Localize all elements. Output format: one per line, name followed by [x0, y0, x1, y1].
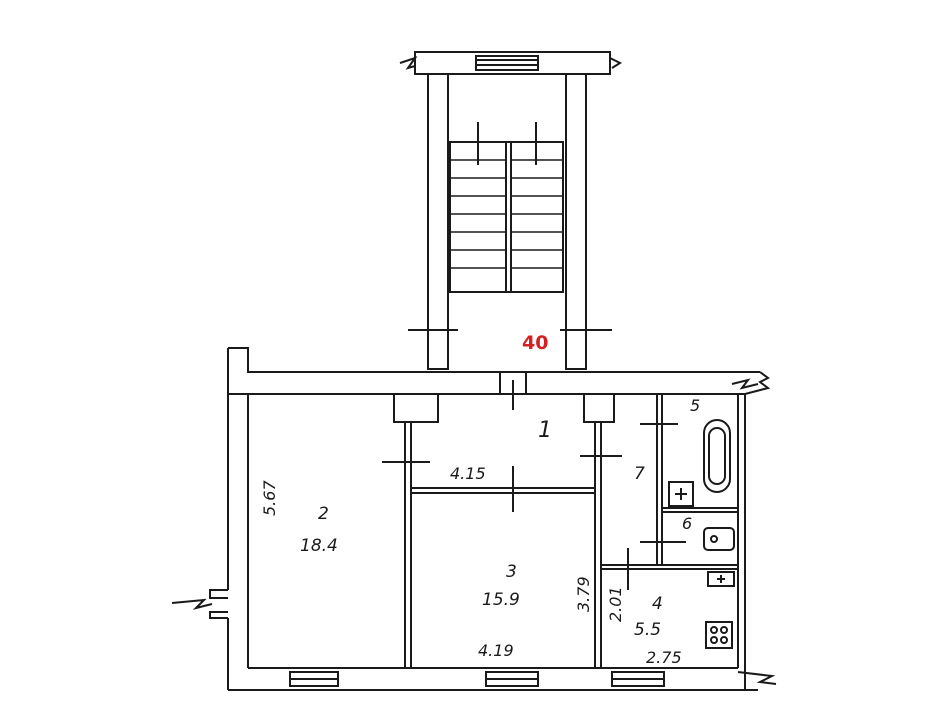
room-1-number: 1	[538, 418, 552, 443]
outer-walls	[171, 347, 777, 691]
room-2-length-dimension: 5.67	[260, 480, 279, 516]
room-3-length-dimension: 3.79	[574, 576, 593, 612]
room-4-number: 4	[652, 594, 663, 614]
room-3-number: 3	[506, 562, 517, 582]
room-3-area: 15.9	[482, 590, 520, 610]
room-4-length-dimension: 2.01	[606, 586, 625, 622]
room-4-width-dimension: 2.75	[646, 648, 682, 667]
corridor-width-dimension: 4.15	[450, 464, 486, 483]
flat-number: 40	[522, 332, 549, 354]
room-3-width-dimension: 4.19	[478, 641, 514, 660]
room-4-area: 5.5	[634, 620, 662, 640]
room-2-number: 2	[318, 504, 329, 524]
room-7-number: 7	[634, 464, 645, 484]
room-5-number: 5	[690, 396, 701, 415]
room-2-area: 18.4	[300, 536, 338, 556]
room-6-number: 6	[682, 514, 693, 533]
interior-walls	[382, 393, 738, 668]
sanitary-fixtures	[668, 419, 735, 649]
stairwell	[399, 51, 623, 370]
